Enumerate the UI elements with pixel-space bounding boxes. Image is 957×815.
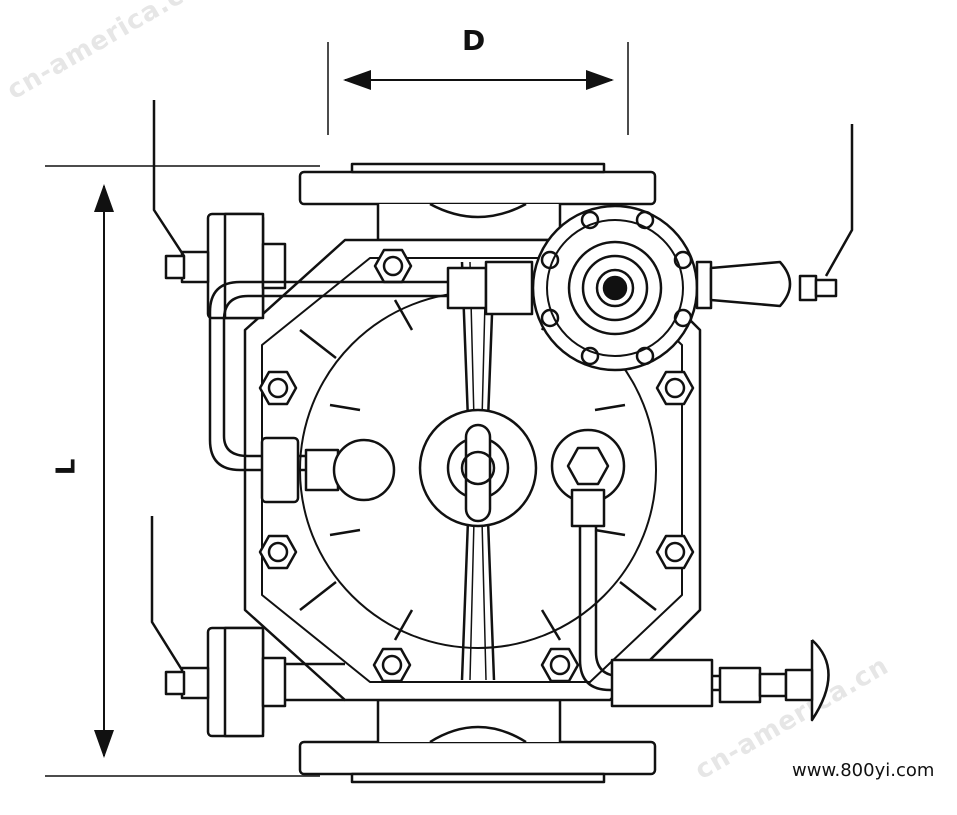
control-tubing-left (208, 260, 534, 504)
bottom-flange (298, 698, 657, 784)
pilot-valve-icon (531, 204, 699, 372)
top-left-ball-valve-icon (152, 100, 287, 320)
bottom-left-ball-valve-icon (150, 516, 345, 738)
top-right-ball-valve-icon (695, 124, 854, 310)
dimension-d (327, 42, 629, 135)
bottom-right-ball-valve-icon (610, 639, 830, 722)
body-bolts (258, 248, 695, 683)
dimension-l (45, 165, 320, 777)
site-url-text: www.800yi.com (792, 760, 935, 781)
dimension-d-label: D (462, 24, 486, 57)
top-flange (298, 162, 657, 242)
gauge-icon (550, 428, 626, 528)
dimension-l-label: L (51, 458, 82, 476)
center-stem (418, 261, 538, 681)
